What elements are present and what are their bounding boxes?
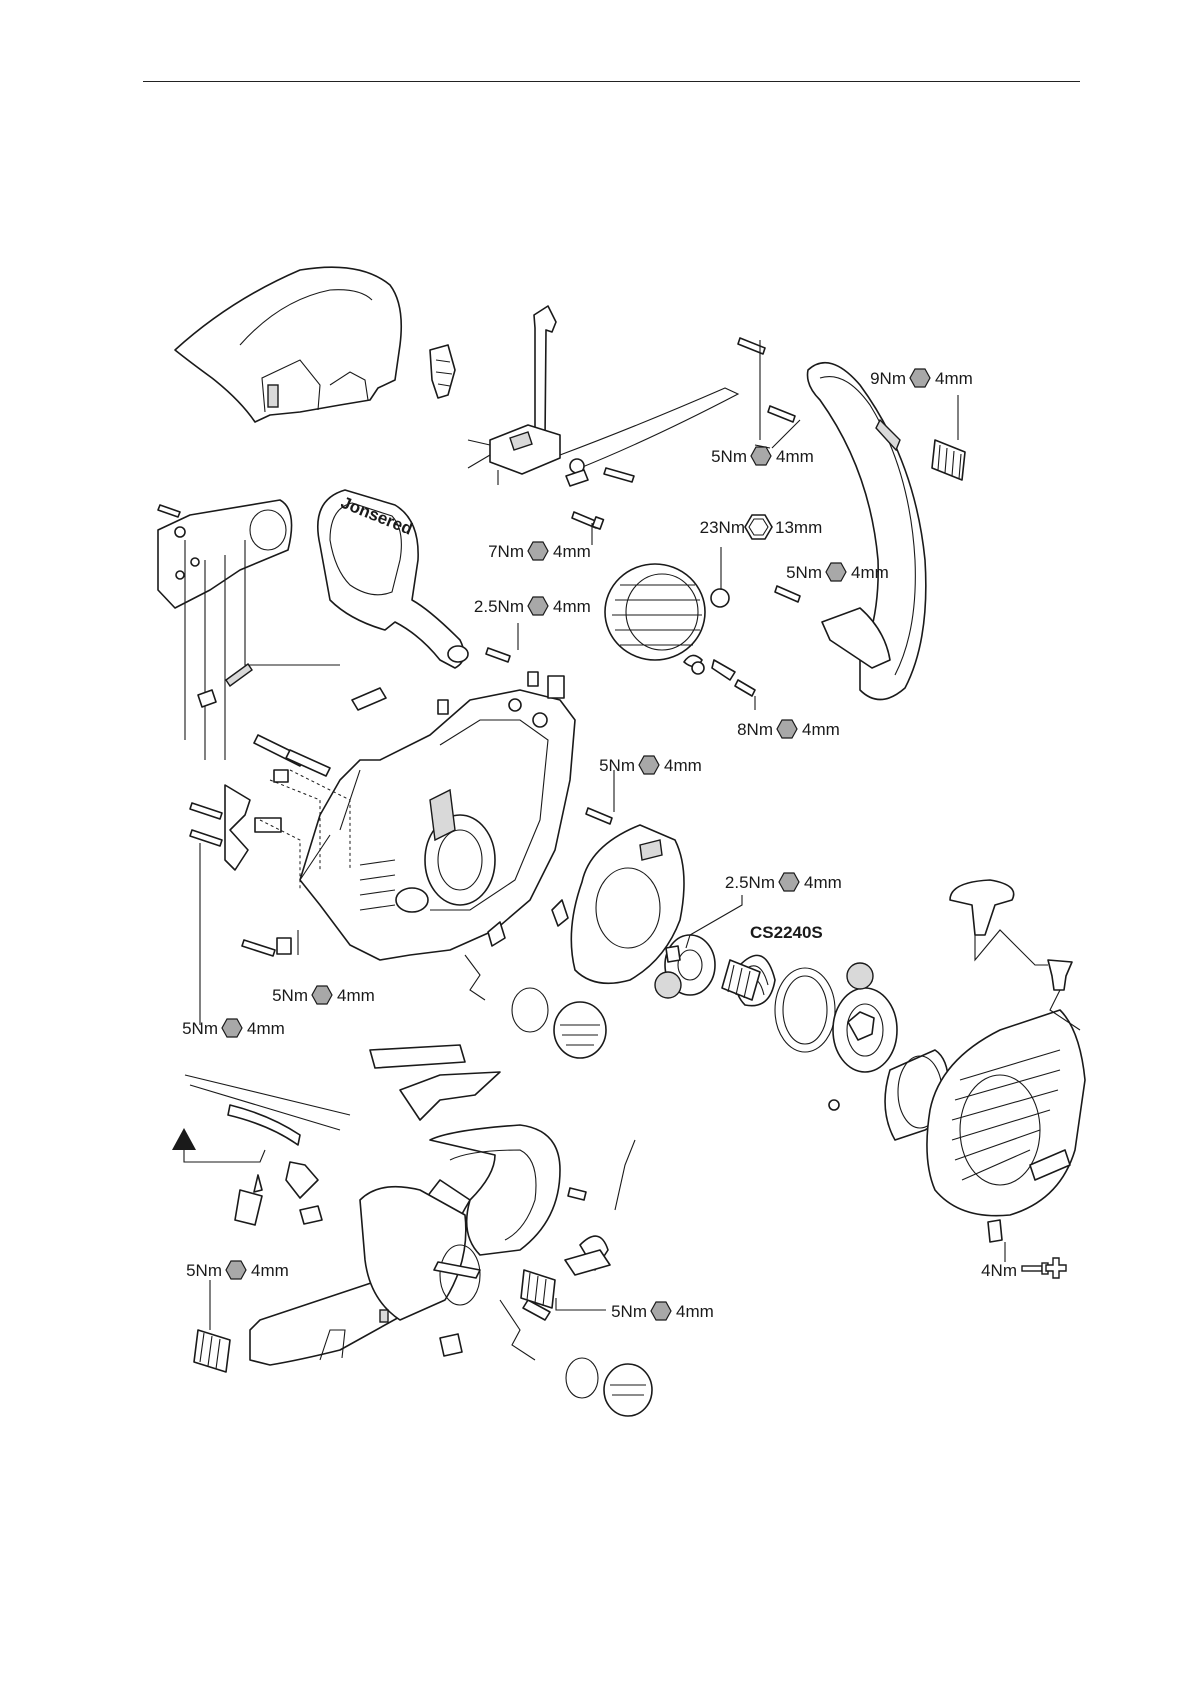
hex-key-icon [826,563,846,581]
hex-key-icon [222,1019,242,1037]
torque-label-t12: 5Nm 4mm [186,1261,289,1280]
crankcase-part [300,672,575,960]
stop-switch-part [468,306,738,486]
torque-value: 5Nm [786,563,822,582]
hex-key-icon [651,1302,671,1320]
torque-label-t1: 9Nm 4mm [870,369,973,388]
torque-value: 2.5Nm [474,597,524,616]
torque-value: 2.5Nm [725,873,775,892]
hex-key-icon [528,542,548,560]
hex-key-icon [779,873,799,891]
lower-handle-part [250,1045,635,1365]
torque-label-t8: 5Nm 4mm [599,756,702,775]
torque-value: 23Nm [700,518,745,537]
tool-size: 4mm [337,986,375,1005]
torque-label-t5: 5Nm 4mm [786,563,889,582]
torque-value: 5Nm [599,756,635,775]
front-handle-part: Jonsered [318,490,468,668]
torque-label-t10: 5Nm 4mm [272,986,375,1005]
hex-key-icon [528,597,548,615]
hex-key-icon [751,447,771,465]
hex-key-icon [312,986,332,1004]
hex-key-icon [777,720,797,738]
tool-size: 4mm [676,1302,714,1321]
tool-size: 13mm [775,518,822,537]
torque-label-t9: 2.5Nm 4mm [725,873,842,892]
torque-label-t14: 4Nm [981,1258,1066,1280]
tool-size: 4mm [251,1261,289,1280]
tool-size: 4mm [776,447,814,466]
torque-value: 5Nm [272,986,308,1005]
torque-value: 5Nm [611,1302,647,1321]
torque-label-t6: 2.5Nm 4mm [474,597,591,616]
torque-label-t7: 8Nm 4mm [737,720,840,739]
screwdriver-icon [1022,1258,1066,1278]
torque-label-t2: 5Nm 4mm [711,447,814,466]
tool-size: 4mm [851,563,889,582]
torque-value: 4Nm [981,1261,1017,1280]
starter-cover-part [927,880,1085,1242]
torque-value: 8Nm [737,720,773,739]
torque-value: 9Nm [870,369,906,388]
torque-value: 7Nm [488,542,524,561]
model-label: CS2240S [750,923,823,942]
torque-value: 5Nm [186,1261,222,1280]
tool-size: 4mm [935,369,973,388]
tool-size: 4mm [804,873,842,892]
hex-key-icon [226,1261,246,1279]
tool-size: 4mm [553,542,591,561]
torque-label-t4: 23Nm 13mm [700,515,823,539]
tool-size: 4mm [247,1019,285,1038]
torque-label-t11: 5Nm 4mm [182,1019,285,1038]
starter-pulley-part [655,935,948,1140]
top-cover-part [175,267,455,422]
rear-handle-part [808,363,926,700]
tool-size: 4mm [553,597,591,616]
fuel-line-part [185,1075,350,1225]
side-plate-part [158,500,340,760]
torque-value: 5Nm [711,447,747,466]
torque-label-t3: 7Nm 4mm [488,542,591,561]
tool-size: 4mm [664,756,702,775]
torque-value: 5Nm [182,1019,218,1038]
hex-key-icon [910,369,930,387]
triangle-marker-icon [172,1128,265,1162]
tool-size: 4mm [802,720,840,739]
flywheel-part [605,564,755,696]
torque-label-t13: 5Nm 4mm [611,1302,714,1321]
hex-key-icon [639,756,659,774]
